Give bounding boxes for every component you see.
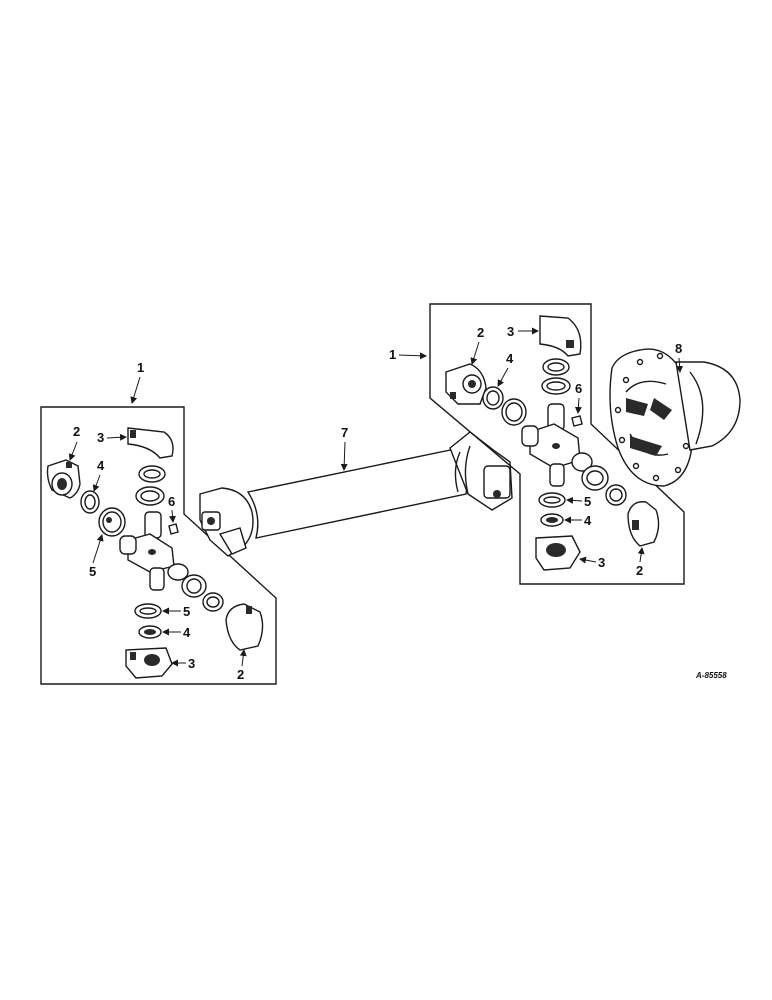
right-bearing-5 [538,492,566,508]
left-universal-joint-assembly: 1 2 3 4 6 5 5 4 3 2 [40,360,277,685]
right-strap-top [539,315,582,357]
left-spider-cross [119,511,189,591]
callout-left-bearing-a: 5 [89,564,96,579]
callout-shaft: 7 [341,425,348,440]
callout-left-assembly: 1 [137,360,144,375]
callout-left-cap-a: 2 [73,424,80,439]
left-bearing-cap-top [46,459,81,499]
left-cap-ring-b [202,592,224,612]
left-bearing-cap-bottom [225,603,264,651]
left-strap-bottom [125,647,173,679]
callout-right-assembly: 1 [389,347,396,362]
companion-flange: 8 [609,341,741,487]
right-bearing-cap-top [445,363,487,405]
drawing-number: A-85558 [695,671,727,680]
right-seal-4 [482,386,504,410]
callout-right-bearing: 5 [584,494,591,509]
right-seal-ring-1 [542,358,570,376]
drive-shaft-tube: 7 [199,425,513,557]
callout-right-seal-b: 4 [584,513,592,528]
left-cap-ring-a [181,574,207,598]
callout-left-strap-b: 3 [188,656,195,671]
right-spider-cross [521,403,593,487]
callout-right-fitting: 6 [575,381,582,396]
callout-right-strap-b: 3 [598,555,605,570]
right-assembly-outline [429,303,685,585]
right-grease-fitting [571,415,583,427]
callout-flange: 8 [675,341,682,356]
left-assembly-outline [40,406,277,685]
left-seal-ring-2 [135,486,165,506]
callout-right-cap-a: 2 [477,325,484,340]
right-cap-ring-a [581,465,609,491]
right-cap-ring-b [605,484,627,506]
callout-left-seal-a: 4 [97,458,105,473]
left-bearing-5-lower [134,603,162,619]
right-seal-ring-2 [541,377,571,395]
callout-right-seal-a: 4 [506,351,514,366]
callout-left-bearing-b: 5 [183,604,190,619]
left-seal-ring-1 [138,465,166,483]
callout-left-cap-b: 2 [237,667,244,682]
callout-left-strap-a: 3 [97,430,104,445]
callout-right-cap-b: 2 [636,563,643,578]
callout-right-strap-a: 3 [507,324,514,339]
right-bearing-cap-bottom [627,501,660,547]
left-seal-4 [80,490,100,514]
left-needle-bearing-5 [98,507,126,537]
callout-left-seal-b: 4 [183,625,191,640]
right-strap-bottom [535,535,581,571]
callout-left-fitting: 6 [168,494,175,509]
left-grease-fitting [168,523,179,535]
left-strap-top [127,427,174,459]
right-universal-joint-assembly: 1 2 3 4 6 5 4 3 2 [389,303,685,585]
